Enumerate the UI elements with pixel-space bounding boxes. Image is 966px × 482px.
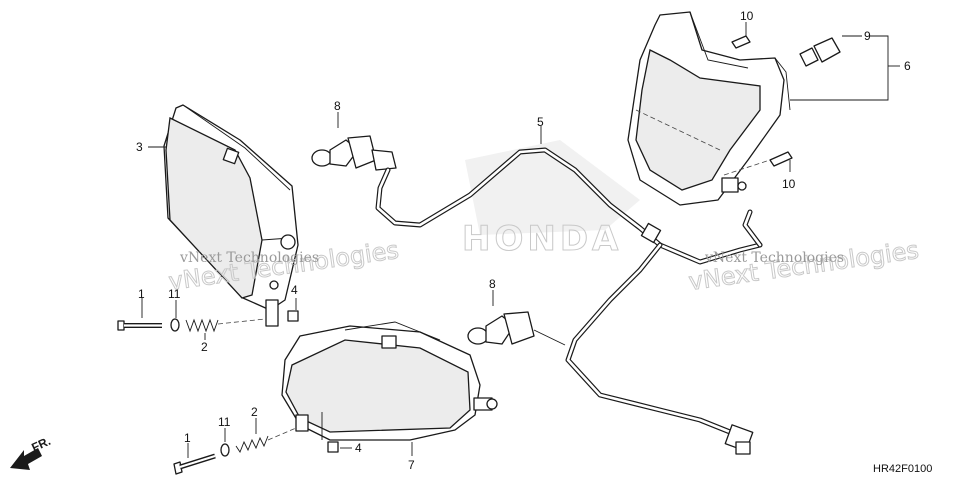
watermark-left-small: vNext Technologies — [179, 250, 319, 266]
front-direction-arrow: FR. — [10, 434, 53, 470]
bulb-middle — [467, 290, 566, 346]
position-lamp-assembly — [627, 11, 900, 206]
bulb-upper-left — [311, 112, 397, 171]
callout-1-upper: 1 — [138, 287, 145, 301]
brand-watermark: HONDA — [462, 140, 640, 260]
callout-7: 7 — [408, 458, 415, 472]
left-headlight-assembly — [163, 104, 299, 327]
wire-harness — [375, 126, 763, 455]
lower-fasteners — [173, 418, 352, 475]
brand-watermark-text: HONDA — [462, 219, 622, 259]
callout-4-upper: 4 — [291, 283, 298, 297]
left-upper-fasteners — [117, 298, 299, 340]
callout-10-upper: 10 — [740, 9, 754, 23]
callout-6: 6 — [904, 59, 911, 73]
callout-1-lower: 1 — [184, 431, 191, 445]
callout-10-right: 10 — [782, 177, 796, 191]
callout-11-upper: 11 — [168, 287, 181, 301]
callout-11-lower: 11 — [218, 415, 231, 429]
callout-4-lower: 4 — [355, 441, 362, 455]
callout-3: 3 — [136, 140, 143, 154]
lower-headlight-assembly — [281, 321, 498, 456]
callout-2-lower: 2 — [251, 405, 258, 419]
front-direction-label: FR. — [29, 434, 52, 455]
callout-5: 5 — [537, 115, 544, 129]
callout-9: 9 — [864, 29, 871, 43]
callout-2-upper: 2 — [201, 340, 208, 354]
watermark-right-small: vNext Technologies — [704, 250, 844, 266]
diagram-code: HR42F0100 — [873, 463, 932, 475]
callout-8-upper: 8 — [334, 99, 341, 113]
callout-8-middle: 8 — [489, 277, 496, 291]
